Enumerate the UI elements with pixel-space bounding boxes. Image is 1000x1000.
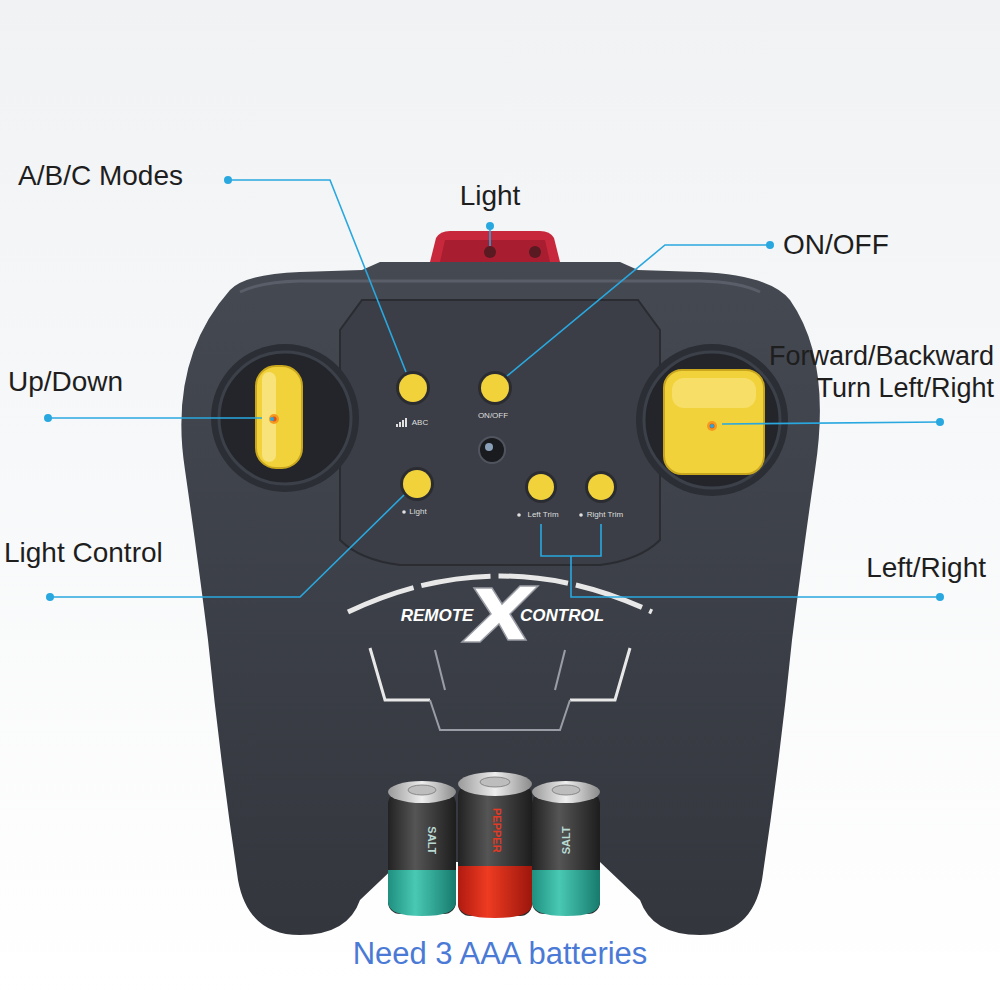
callout-label: Light: [460, 180, 521, 212]
callout-label: ON/OFF: [783, 229, 889, 261]
battery-label: PEPPER: [490, 808, 503, 853]
caption: Need 3 AAA batteries: [353, 936, 648, 972]
battery-middle: [458, 772, 532, 918]
button-label: Right Trim: [587, 510, 623, 519]
logo-decoration: [348, 576, 652, 730]
battery-right: [532, 781, 600, 916]
callout-label: Up/Down: [8, 366, 123, 398]
buttons: [396, 371, 617, 517]
logo-text: CONTROL: [520, 606, 604, 626]
remote-body: [181, 262, 820, 935]
battery-label: SALT: [426, 826, 439, 854]
body-top-edge: [240, 281, 760, 292]
button-label: ON/OFF: [478, 411, 508, 420]
button-label: Light: [409, 507, 426, 516]
callout-label: Forward/Backward Turn Left/Right: [732, 340, 994, 405]
right-stick: [636, 344, 788, 496]
button-label: ABC: [412, 418, 428, 427]
battery-label: SALT: [560, 826, 573, 854]
callout-label: Left/Right: [866, 552, 986, 584]
callout-label: Light Control: [4, 537, 163, 569]
leader-lines: [48, 180, 940, 597]
battery-left: [388, 781, 456, 916]
body-ridge: [340, 300, 660, 565]
leader-dots: [44, 176, 944, 601]
button-label: Left Trim: [527, 510, 558, 519]
callout-label: A/B/C Modes: [18, 160, 183, 192]
logo-text: REMOTE: [401, 606, 474, 626]
